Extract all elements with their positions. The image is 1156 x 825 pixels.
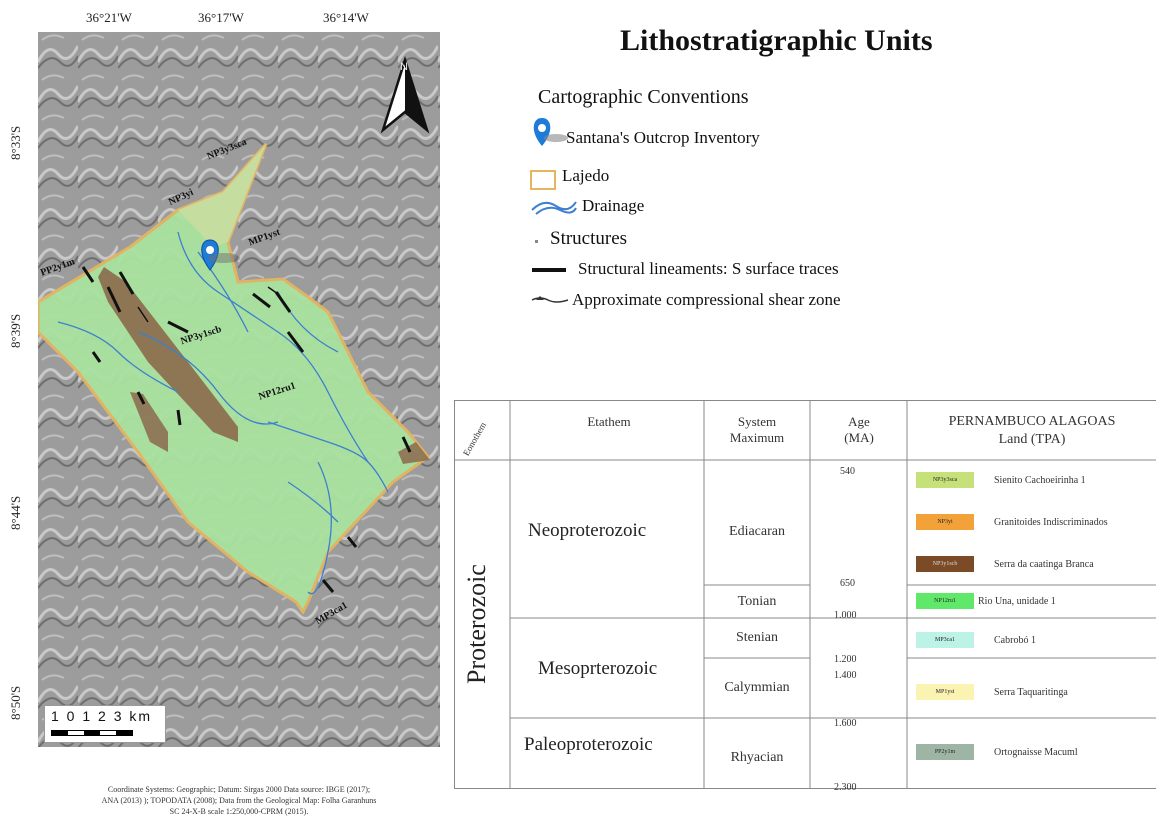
age-1200: 1.200 (834, 654, 857, 665)
age-1000: 1.000 (834, 610, 857, 621)
shear-zone-marks (137, 286, 279, 323)
eon-proterozoic: Proterozoic (462, 564, 491, 684)
unit-swatch-np3y3sca: NP3y3sca (916, 472, 974, 488)
legend-lajedo-swatch (530, 170, 556, 190)
map-credits: Coordinate Systems: Geographic; Datum: S… (38, 784, 440, 817)
legend-pin-icon (530, 116, 568, 148)
unit-name-rio-una: Rio Una, unidade 1 (978, 596, 1056, 607)
legend-drainage: Drainage (582, 196, 645, 215)
lon-tick-2: 36°17'W (198, 10, 244, 25)
header-age-1: Age (848, 414, 870, 429)
lobe-unit-mp1yst (178, 144, 266, 247)
scale-bar: 1 0 1 2 3 km (44, 705, 166, 743)
lat-tick-1: 8°33'S (8, 125, 23, 160)
header-erathem: Etathem (587, 414, 631, 429)
lat-tick-4: 8°50'S (8, 685, 23, 720)
map-panel[interactable]: N NP3y3sca NP3yi MP1yst PP2y1m NP3y1scb … (38, 32, 440, 747)
unit-name-serra-taquaritinga: Serra Taquaritinga (994, 687, 1068, 698)
unit-name-serra-caatinga: Serra da caatinga Branca (994, 559, 1094, 570)
legend-shear-zone: Approximate compressional shear zone (572, 290, 841, 309)
unit-name-granitoides: Granitoides Indiscriminados (994, 517, 1108, 528)
scale-label: 1 0 1 2 3 km (51, 708, 153, 724)
structures-dot-icon (535, 240, 538, 243)
lineament-icon (532, 268, 566, 272)
system-ediacaran: Ediacaran (729, 524, 785, 539)
legend-lineaments: Structural lineaments: S surface traces (578, 259, 839, 278)
era-mesoproterozoic: Mesoprterozoic (538, 658, 658, 679)
legend-outcrop: Santana's Outcrop Inventory (566, 128, 760, 147)
unit-name-ortognaisse: Ortognaisse Macuml (994, 747, 1078, 758)
lon-tick-3: 36°14'W (323, 10, 369, 25)
system-tonian: Tonian (737, 594, 777, 609)
unit-name-sienito: Sienito Cachoeirinha 1 (994, 475, 1086, 486)
era-paleoproterozoic: Paleoproterozoic (524, 734, 653, 755)
credits-line-2: ANA (2013) ); TOPODATA (2008); Data from… (101, 796, 377, 805)
conventions-title: Cartographic Conventions (538, 86, 749, 108)
credits-line-1: Coordinate Systems: Geographic; Datum: S… (107, 785, 371, 794)
age-540: 540 (840, 466, 855, 477)
structural-lineaments (81, 266, 412, 593)
scale-bar-graphic (51, 730, 133, 736)
legend-structures: Structures (550, 228, 628, 249)
era-neoproterozoic: Neoproterozoic (528, 520, 647, 541)
header-age-2: (MA) (844, 430, 874, 445)
unit-name-cabrobo: Cabrobó 1 (994, 635, 1036, 646)
legend-title: Lithostratigraphic Units (620, 24, 933, 57)
unit-swatch-pp2y1m: PP2y1m (916, 744, 974, 760)
shear-zone-icon (530, 292, 570, 313)
unit-swatch-np3yi: NP3yi (916, 514, 974, 530)
drainage-icon (530, 196, 578, 223)
unit-swatch-np3y1scb: NP3y1scb (916, 556, 974, 572)
age-1400: 1.400 (834, 670, 857, 681)
legend-lajedo: Lajedo (562, 166, 610, 185)
header-land-1: PERNAMBUCO ALAGOAS (948, 414, 1116, 429)
header-system-2: Maximum (729, 430, 785, 445)
brown-unit-east (398, 442, 430, 464)
lat-tick-2: 8°39'S (8, 313, 23, 348)
credits-line-3: SC 24-X-B scale 1:250,000-CPRM (2015). (169, 807, 309, 816)
lat-tick-3: 8°44'S (8, 495, 23, 530)
unit-swatch-np12ru1: NP12ru1 (916, 593, 974, 609)
outcrop-pin[interactable] (201, 239, 240, 271)
age-1600: 1.600 (834, 718, 857, 729)
north-letter: N (400, 61, 408, 73)
north-arrow-icon (380, 55, 430, 134)
system-rhyacian: Rhyacian (730, 750, 784, 765)
age-2300: 2.300 (834, 782, 857, 793)
header-land-2: Land (TPA) (998, 432, 1066, 447)
system-calymmian: Calymmian (724, 680, 790, 695)
study-area-unit (38, 142, 431, 615)
table-grid (454, 400, 1156, 789)
stratigraphic-table: Eonothem Etathem System Maximum Age (MA)… (454, 400, 1156, 793)
unit-swatch-mp1yst: MP1yst (916, 684, 974, 700)
unit-swatch-mp3ca1: MP3ca1 (916, 632, 974, 648)
age-650: 650 (840, 578, 855, 589)
system-stenian: Stenian (736, 630, 778, 645)
header-system-1: System (737, 414, 777, 429)
brown-unit-south (130, 392, 168, 452)
map-canvas: N (38, 32, 440, 747)
lon-tick-1: 36°21'W (86, 10, 132, 25)
brown-unit-np3y1scb (98, 267, 238, 442)
